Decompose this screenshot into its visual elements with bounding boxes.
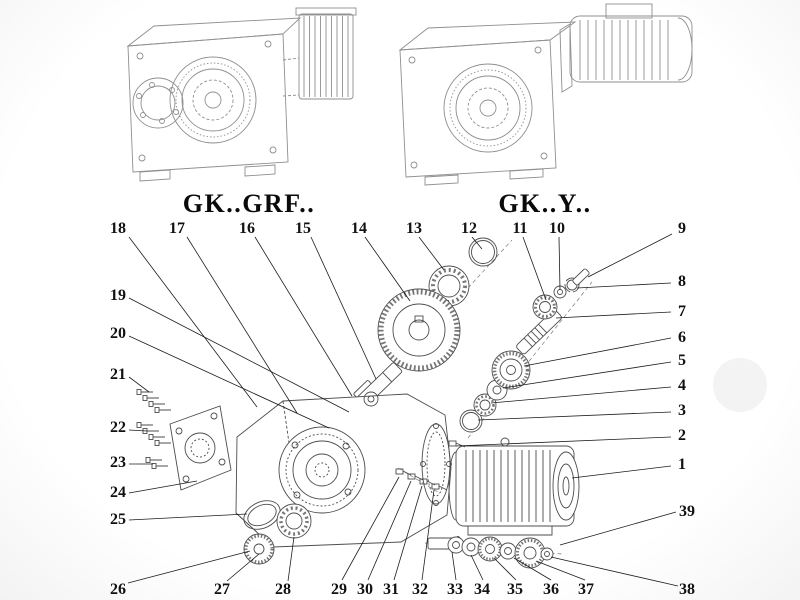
callout-3: 3 — [678, 402, 686, 419]
part-21-bolts — [136, 389, 171, 413]
watermark — [713, 358, 767, 412]
callout-25: 25 — [110, 511, 126, 528]
exploded-view — [136, 237, 593, 569]
gearbox-drawing-y — [398, 3, 693, 186]
part-housing — [235, 391, 452, 548]
part-4-bearing — [473, 393, 497, 417]
part-36-spacer — [499, 542, 517, 560]
callout-36: 36 — [543, 581, 559, 598]
callout-35: 35 — [507, 581, 523, 598]
callouts: 1 2 3 4 5 6 7 8 9 10 11 12 13 14 15 16 1… — [110, 220, 695, 598]
part-37-gear — [514, 537, 546, 569]
variant-title-y: GK..Y.. — [498, 189, 591, 218]
callout-20: 20 — [110, 325, 126, 342]
part-34-washer — [461, 537, 481, 557]
part-12-seal-ring — [468, 237, 498, 267]
callout-4: 4 — [678, 377, 686, 394]
part-3-ring — [459, 409, 483, 433]
callout-31: 31 — [383, 581, 399, 598]
part-2-bolt — [448, 440, 466, 448]
leader-lines — [127, 233, 679, 587]
part-39-output-shaft-assembly — [427, 536, 554, 569]
callout-2: 2 — [678, 427, 686, 444]
part-14-output-gear — [377, 288, 461, 372]
callout-5: 5 — [678, 352, 686, 369]
callout-28: 28 — [275, 581, 291, 598]
variant-title-grf: GK..GRF.. — [183, 189, 315, 218]
callout-33: 33 — [447, 581, 463, 598]
part-6-input-gear — [491, 350, 531, 390]
gearbox-drawing-grf — [126, 7, 357, 182]
callout-16: 16 — [239, 220, 255, 237]
part-23-bolts — [145, 457, 168, 469]
callout-39: 39 — [679, 503, 695, 520]
callout-6: 6 — [678, 329, 686, 346]
callout-18: 18 — [110, 220, 126, 237]
callout-10: 10 — [549, 220, 565, 237]
callout-30: 30 — [357, 581, 373, 598]
part-27-toothed-washer — [243, 533, 275, 565]
callout-29: 29 — [331, 581, 347, 598]
part-1-motor — [448, 437, 580, 536]
callout-12: 12 — [461, 220, 477, 237]
part-28-bearing — [276, 503, 312, 539]
callout-7: 7 — [678, 303, 686, 320]
callout-24: 24 — [110, 484, 126, 501]
callout-19: 19 — [110, 287, 126, 304]
callout-22: 22 — [110, 419, 126, 436]
callout-17: 17 — [169, 220, 185, 237]
part-33-collar — [447, 536, 465, 554]
callout-27: 27 — [214, 581, 230, 598]
callout-23: 23 — [110, 454, 126, 471]
part-11-bearing — [532, 294, 558, 320]
part-38-end-washer — [540, 547, 554, 561]
callout-11: 11 — [512, 220, 527, 237]
callout-15: 15 — [295, 220, 311, 237]
callout-37: 37 — [578, 581, 594, 598]
callout-13: 13 — [406, 220, 422, 237]
part-35-gear — [477, 536, 503, 562]
part-22-bolts — [136, 422, 171, 446]
part-24-cover-plate — [169, 405, 232, 491]
callout-21: 21 — [110, 366, 126, 383]
callout-38: 38 — [679, 581, 695, 598]
callout-14: 14 — [351, 220, 367, 237]
part-25-gasket-ring — [243, 500, 281, 530]
part-9-shaft-tip — [572, 268, 590, 286]
callout-32: 32 — [412, 581, 428, 598]
part-29-32-flange-bolts — [395, 467, 448, 493]
part-7-pinion-shaft — [516, 309, 562, 355]
callout-8: 8 — [678, 273, 686, 290]
callout-1: 1 — [678, 456, 686, 473]
callout-9: 9 — [678, 220, 686, 237]
callout-26: 26 — [110, 581, 126, 598]
callout-34: 34 — [474, 581, 490, 598]
